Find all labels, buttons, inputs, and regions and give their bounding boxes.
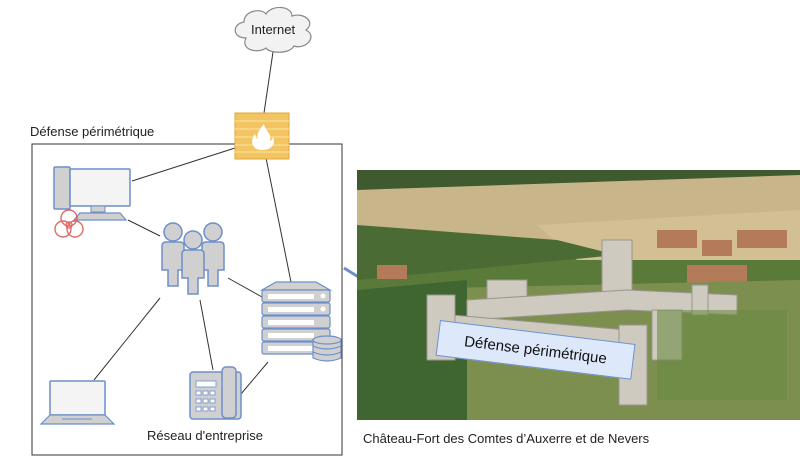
connector-users-phone (199, 299, 214, 371)
connector-internet-firewall (263, 51, 274, 114)
flame-icon (252, 124, 274, 150)
connector-firewall-server (265, 157, 292, 283)
perimeter-box (31, 143, 343, 456)
infected-computer-icon (53, 166, 131, 238)
castle-photo (357, 170, 800, 420)
network-label: Réseau d'entreprise (147, 428, 263, 443)
connector-users-server (227, 277, 263, 298)
biohazard-icon (54, 209, 84, 238)
internet-label: Internet (251, 22, 296, 37)
connector-server-phone (240, 361, 269, 395)
connectors (93, 51, 292, 395)
connector-users-laptop (93, 297, 161, 381)
database-icon (312, 335, 342, 362)
users-icon (161, 222, 225, 295)
cloud-icon (234, 6, 312, 53)
photo-caption: Château-Fort des Comtes d’Auxerre et de … (363, 431, 650, 446)
firewall-icon (234, 112, 290, 160)
laptop-icon (39, 380, 116, 425)
perimeter-title: Défense périmétrique (30, 124, 155, 139)
connector-computer-users (127, 219, 161, 237)
server-database-icon (259, 281, 342, 362)
connector-firewall-computer (131, 147, 236, 182)
phone-icon (189, 366, 242, 420)
